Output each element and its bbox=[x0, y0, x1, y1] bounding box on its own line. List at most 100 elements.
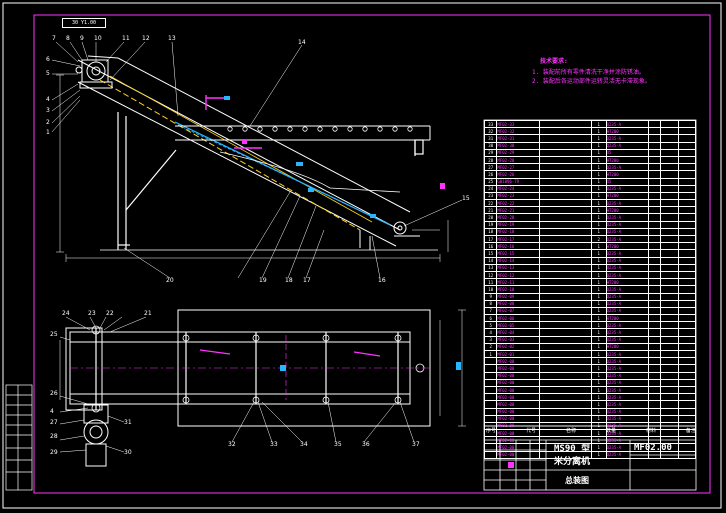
part-callout: 23 bbox=[88, 310, 96, 317]
bom-cell bbox=[677, 393, 697, 402]
bom-cell bbox=[660, 270, 679, 280]
bom-cell: HT200 bbox=[605, 278, 649, 287]
bom-cell bbox=[647, 314, 662, 323]
bom-cell: HT200 bbox=[605, 342, 649, 352]
bom-cell bbox=[677, 429, 697, 438]
bom-cell: 1 bbox=[590, 364, 607, 373]
bom-cell: 16 bbox=[483, 242, 498, 251]
part-callout: 10 bbox=[94, 35, 102, 42]
bom-cell: 1 bbox=[590, 191, 607, 201]
part-callout: 2 bbox=[46, 119, 50, 126]
bom-cell: HT200 bbox=[605, 242, 649, 251]
part-callout: 17 bbox=[303, 277, 311, 284]
bom-cell: Q235-A bbox=[605, 371, 649, 380]
bom-cell bbox=[538, 134, 592, 143]
bom-cell: 1 bbox=[590, 407, 607, 416]
bom-cell bbox=[647, 199, 662, 208]
bom-cell bbox=[647, 292, 662, 301]
bom-cell: MF02-18 bbox=[496, 227, 540, 237]
bom-cell: 9 bbox=[483, 292, 498, 301]
bom-cell: 1 bbox=[590, 134, 607, 143]
bom-cell bbox=[660, 378, 679, 387]
bom-cell bbox=[677, 436, 697, 445]
bom-cell bbox=[538, 170, 592, 179]
bom-cell: 1 bbox=[590, 170, 607, 179]
bom-cell bbox=[647, 421, 662, 431]
bom-cell: GB1096-79 bbox=[496, 177, 540, 186]
bom-cell bbox=[483, 385, 498, 395]
bom-cell bbox=[677, 127, 697, 136]
bom-cell: 1 bbox=[590, 213, 607, 222]
bom-cell: 24 bbox=[483, 184, 498, 193]
bom-cell bbox=[538, 378, 592, 387]
part-callout: 7 bbox=[52, 35, 56, 42]
part-callout: 29 bbox=[50, 449, 58, 456]
bom-cell bbox=[660, 249, 679, 258]
bom-cell bbox=[677, 314, 697, 323]
part-callout: 3 bbox=[46, 107, 50, 114]
bom-cell bbox=[538, 371, 592, 380]
bom-cell bbox=[647, 249, 662, 258]
bom-cell: 1 bbox=[590, 220, 607, 229]
bom-cell bbox=[538, 184, 592, 193]
bom-cell bbox=[483, 393, 498, 402]
bom-cell bbox=[647, 414, 662, 423]
revision-strip bbox=[5, 384, 33, 491]
bom-cell bbox=[647, 227, 662, 237]
bom-cell bbox=[677, 450, 697, 459]
bom-cell bbox=[538, 400, 592, 409]
bom-cell: Q235-A bbox=[605, 119, 649, 129]
bom-cell bbox=[660, 184, 679, 193]
bom-cell: 33 bbox=[483, 119, 498, 129]
bom-cell bbox=[647, 263, 662, 272]
bom-cell: Q235-A bbox=[605, 400, 649, 409]
bom-cell bbox=[538, 256, 592, 265]
bom-cell: 22 bbox=[483, 199, 498, 208]
bom-cell: MF02-00 bbox=[496, 357, 540, 366]
bom-cell bbox=[483, 357, 498, 366]
bom-cell bbox=[647, 206, 662, 215]
bom-cell bbox=[647, 371, 662, 380]
bom-cell bbox=[647, 306, 662, 316]
bom-cell: 1 bbox=[590, 371, 607, 380]
bom-cell: HT200 bbox=[605, 155, 649, 165]
bom-cell: Q235-A bbox=[605, 306, 649, 316]
bom-cell: 1 bbox=[590, 163, 607, 172]
bom-cell bbox=[660, 335, 679, 344]
bom-cell bbox=[677, 134, 697, 143]
part-callout: 25 bbox=[50, 331, 58, 338]
bom-cell bbox=[677, 400, 697, 409]
bom-cell bbox=[677, 349, 697, 359]
bom-cell bbox=[538, 357, 592, 366]
notes-item-1: 1. 装配前所有零件清洗干净并涂防锈油。 bbox=[532, 69, 645, 76]
part-callout: 20 bbox=[166, 277, 174, 284]
bom-cell bbox=[660, 321, 679, 330]
bom-cell: MF02-00 bbox=[496, 414, 540, 423]
bom-cell: Q235-A bbox=[605, 414, 649, 423]
bom-cell: MF02-13 bbox=[496, 263, 540, 272]
bom-cell: 1 bbox=[590, 148, 607, 157]
part-callout: 4 bbox=[46, 96, 50, 103]
bom-cell: MF02-21 bbox=[496, 206, 540, 215]
bom-cell bbox=[660, 256, 679, 265]
bom-cell bbox=[647, 342, 662, 352]
bom-cell bbox=[660, 328, 679, 337]
bom-cell bbox=[660, 285, 679, 294]
bom-cell bbox=[538, 199, 592, 208]
bom-cell: 1 bbox=[590, 328, 607, 337]
bom-cell bbox=[677, 385, 697, 395]
bom-cell: MF02-19 bbox=[496, 220, 540, 229]
bom-cell: MF02-32 bbox=[496, 127, 540, 136]
bom-cell: MF02-33 bbox=[496, 119, 540, 129]
